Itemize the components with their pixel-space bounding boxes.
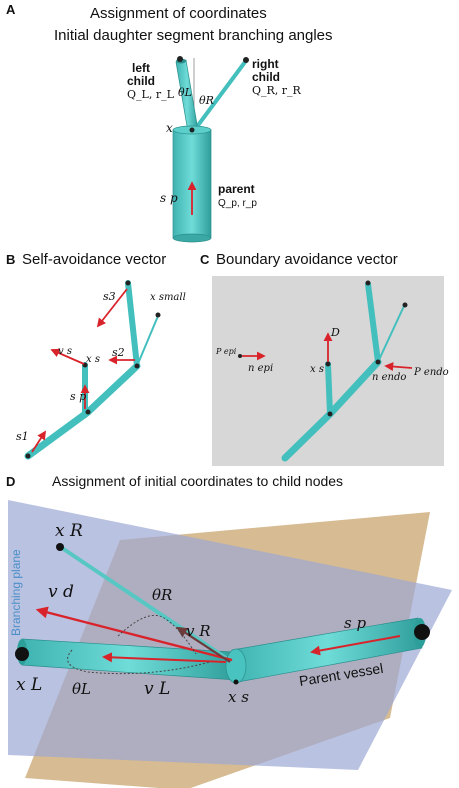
n-endo-label: n endo (372, 372, 406, 383)
panel-c-letter: C (200, 252, 210, 267)
tree-segment-small (136, 315, 159, 367)
parent-label: parent (218, 182, 255, 196)
panel-a-subtitle: Initial daughter segment branching angle… (54, 27, 333, 44)
v-r-label: v R (186, 622, 211, 640)
x-s-label-d: x s (228, 688, 249, 706)
parent-vessel-bottom-cap (172, 233, 212, 243)
bifurcation-node (189, 127, 195, 133)
x-r-label: x R (55, 521, 83, 541)
n-endo-arrow (384, 362, 413, 372)
d-label: D (330, 326, 340, 339)
x-s-label-c: x s (310, 364, 324, 375)
c-node-3 (365, 280, 371, 286)
v-s-label: v s (58, 346, 72, 357)
right-child-vessel-d (60, 546, 234, 664)
c-node-2 (375, 359, 381, 365)
theta-l-label: θL (178, 86, 192, 99)
panel-a-title: Assignment of coordinates (90, 5, 267, 22)
s2-label: s2 (112, 346, 125, 359)
theta-r-label-d: θR (152, 586, 172, 604)
x-s-label-b: x s (86, 354, 100, 365)
tree-segment-1 (24, 408, 92, 460)
s3-label: s3 (103, 290, 116, 303)
right-child-vessel (194, 60, 247, 130)
c-segment-2 (326, 358, 382, 418)
panel-d: D Assignment of initial coordinates to c… (6, 473, 452, 788)
c-segment-side (325, 361, 333, 417)
n-epi-label: n epi (248, 363, 273, 374)
c-segment-3 (365, 281, 381, 365)
c-node-small (402, 302, 408, 308)
x-l-node (15, 647, 29, 661)
panel-b: B Self-avoidance vector s3 x small v s x… (6, 251, 186, 460)
s-p-label-b: s p (70, 390, 86, 403)
tree-node-1 (85, 409, 91, 415)
x-r-node (56, 543, 64, 551)
parent-params: Q_p, r_p (218, 198, 257, 209)
tree-node-2 (134, 363, 140, 369)
branching-plane (8, 500, 452, 770)
panel-a: A Assignment of coordinates Initial daug… (6, 2, 333, 243)
theta-r-arc (117, 614, 197, 655)
v-d-arrow (35, 606, 233, 662)
panel-b-title: Self-avoidance vector (22, 251, 166, 268)
s3-arrow (96, 288, 128, 328)
p-epi-point (238, 354, 242, 358)
tree-segment-3 (125, 280, 140, 369)
s-p-label: s p (160, 191, 178, 205)
bifurcation-junction (225, 648, 247, 684)
tree-node-small (155, 312, 161, 318)
theta-l-label-d: θL (72, 680, 91, 698)
theta-r-label: θR (199, 94, 214, 107)
s-p-label-d: s p (344, 614, 366, 632)
c-segment-small (377, 305, 405, 363)
x-s-node (233, 679, 239, 685)
v-d-label: v d (48, 582, 74, 602)
tree-node-root (25, 453, 31, 459)
x-label: x (166, 121, 173, 135)
tree-node-3 (125, 280, 131, 286)
branching-plane-label: Branching plane (9, 549, 23, 636)
s-p-arrow-d (310, 635, 401, 656)
c-node-1 (327, 411, 333, 417)
panel-c: C Boundary avoidance vector D P epi n ep… (200, 251, 449, 466)
theta-l-arc (67, 649, 211, 675)
left-child-params: Q_L, r_L (127, 88, 175, 101)
left-child-label-2: child (127, 74, 155, 88)
parent-end-node (414, 624, 430, 640)
right-child-label-1: right (252, 57, 279, 71)
p-epi-label: P epi (215, 347, 237, 356)
right-child-params: Q_R, r_R (252, 84, 302, 97)
right-child-node (243, 57, 249, 63)
v-r-arrow (176, 626, 231, 663)
left-child-label-1: left (132, 61, 150, 75)
s1-arrow (31, 430, 46, 453)
x-l-label: x L (16, 675, 42, 695)
p-endo-label: P endo (413, 367, 449, 378)
panel-b-letter: B (6, 252, 15, 267)
right-child-label-2: child (252, 70, 280, 84)
tree-segment-2 (84, 362, 141, 416)
c-node-side (325, 361, 331, 367)
x-small-label: x small (150, 292, 186, 303)
panel-d-title: Assignment of initial coordinates to chi… (52, 473, 343, 489)
v-l-label: v L (144, 679, 170, 699)
v-s-arrow (50, 348, 85, 365)
panel-c-title: Boundary avoidance vector (216, 251, 398, 268)
panel-d-letter: D (6, 474, 15, 489)
s1-label: s1 (16, 430, 29, 443)
left-child-node (177, 56, 183, 62)
panel-a-letter: A (6, 2, 16, 17)
v-l-arrow (102, 652, 227, 663)
c-segment-1 (281, 410, 334, 462)
